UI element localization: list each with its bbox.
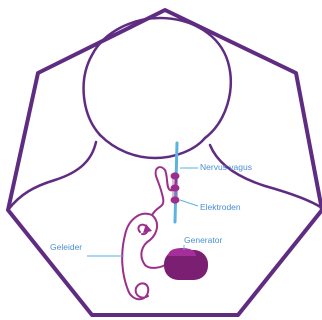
electrode-body	[172, 172, 178, 204]
pointer-electrodes	[180, 200, 198, 206]
label-generator: Generator	[184, 235, 222, 245]
head-outline	[84, 18, 231, 138]
label-geleider: Geleider	[50, 242, 82, 252]
label-elektroden: Elektroden	[200, 202, 241, 212]
generator-header	[168, 248, 196, 256]
jaw-outline	[100, 135, 205, 158]
shoulder-right-outline	[210, 145, 322, 208]
label-nervus-vagus: Nervus vagus	[200, 162, 252, 172]
